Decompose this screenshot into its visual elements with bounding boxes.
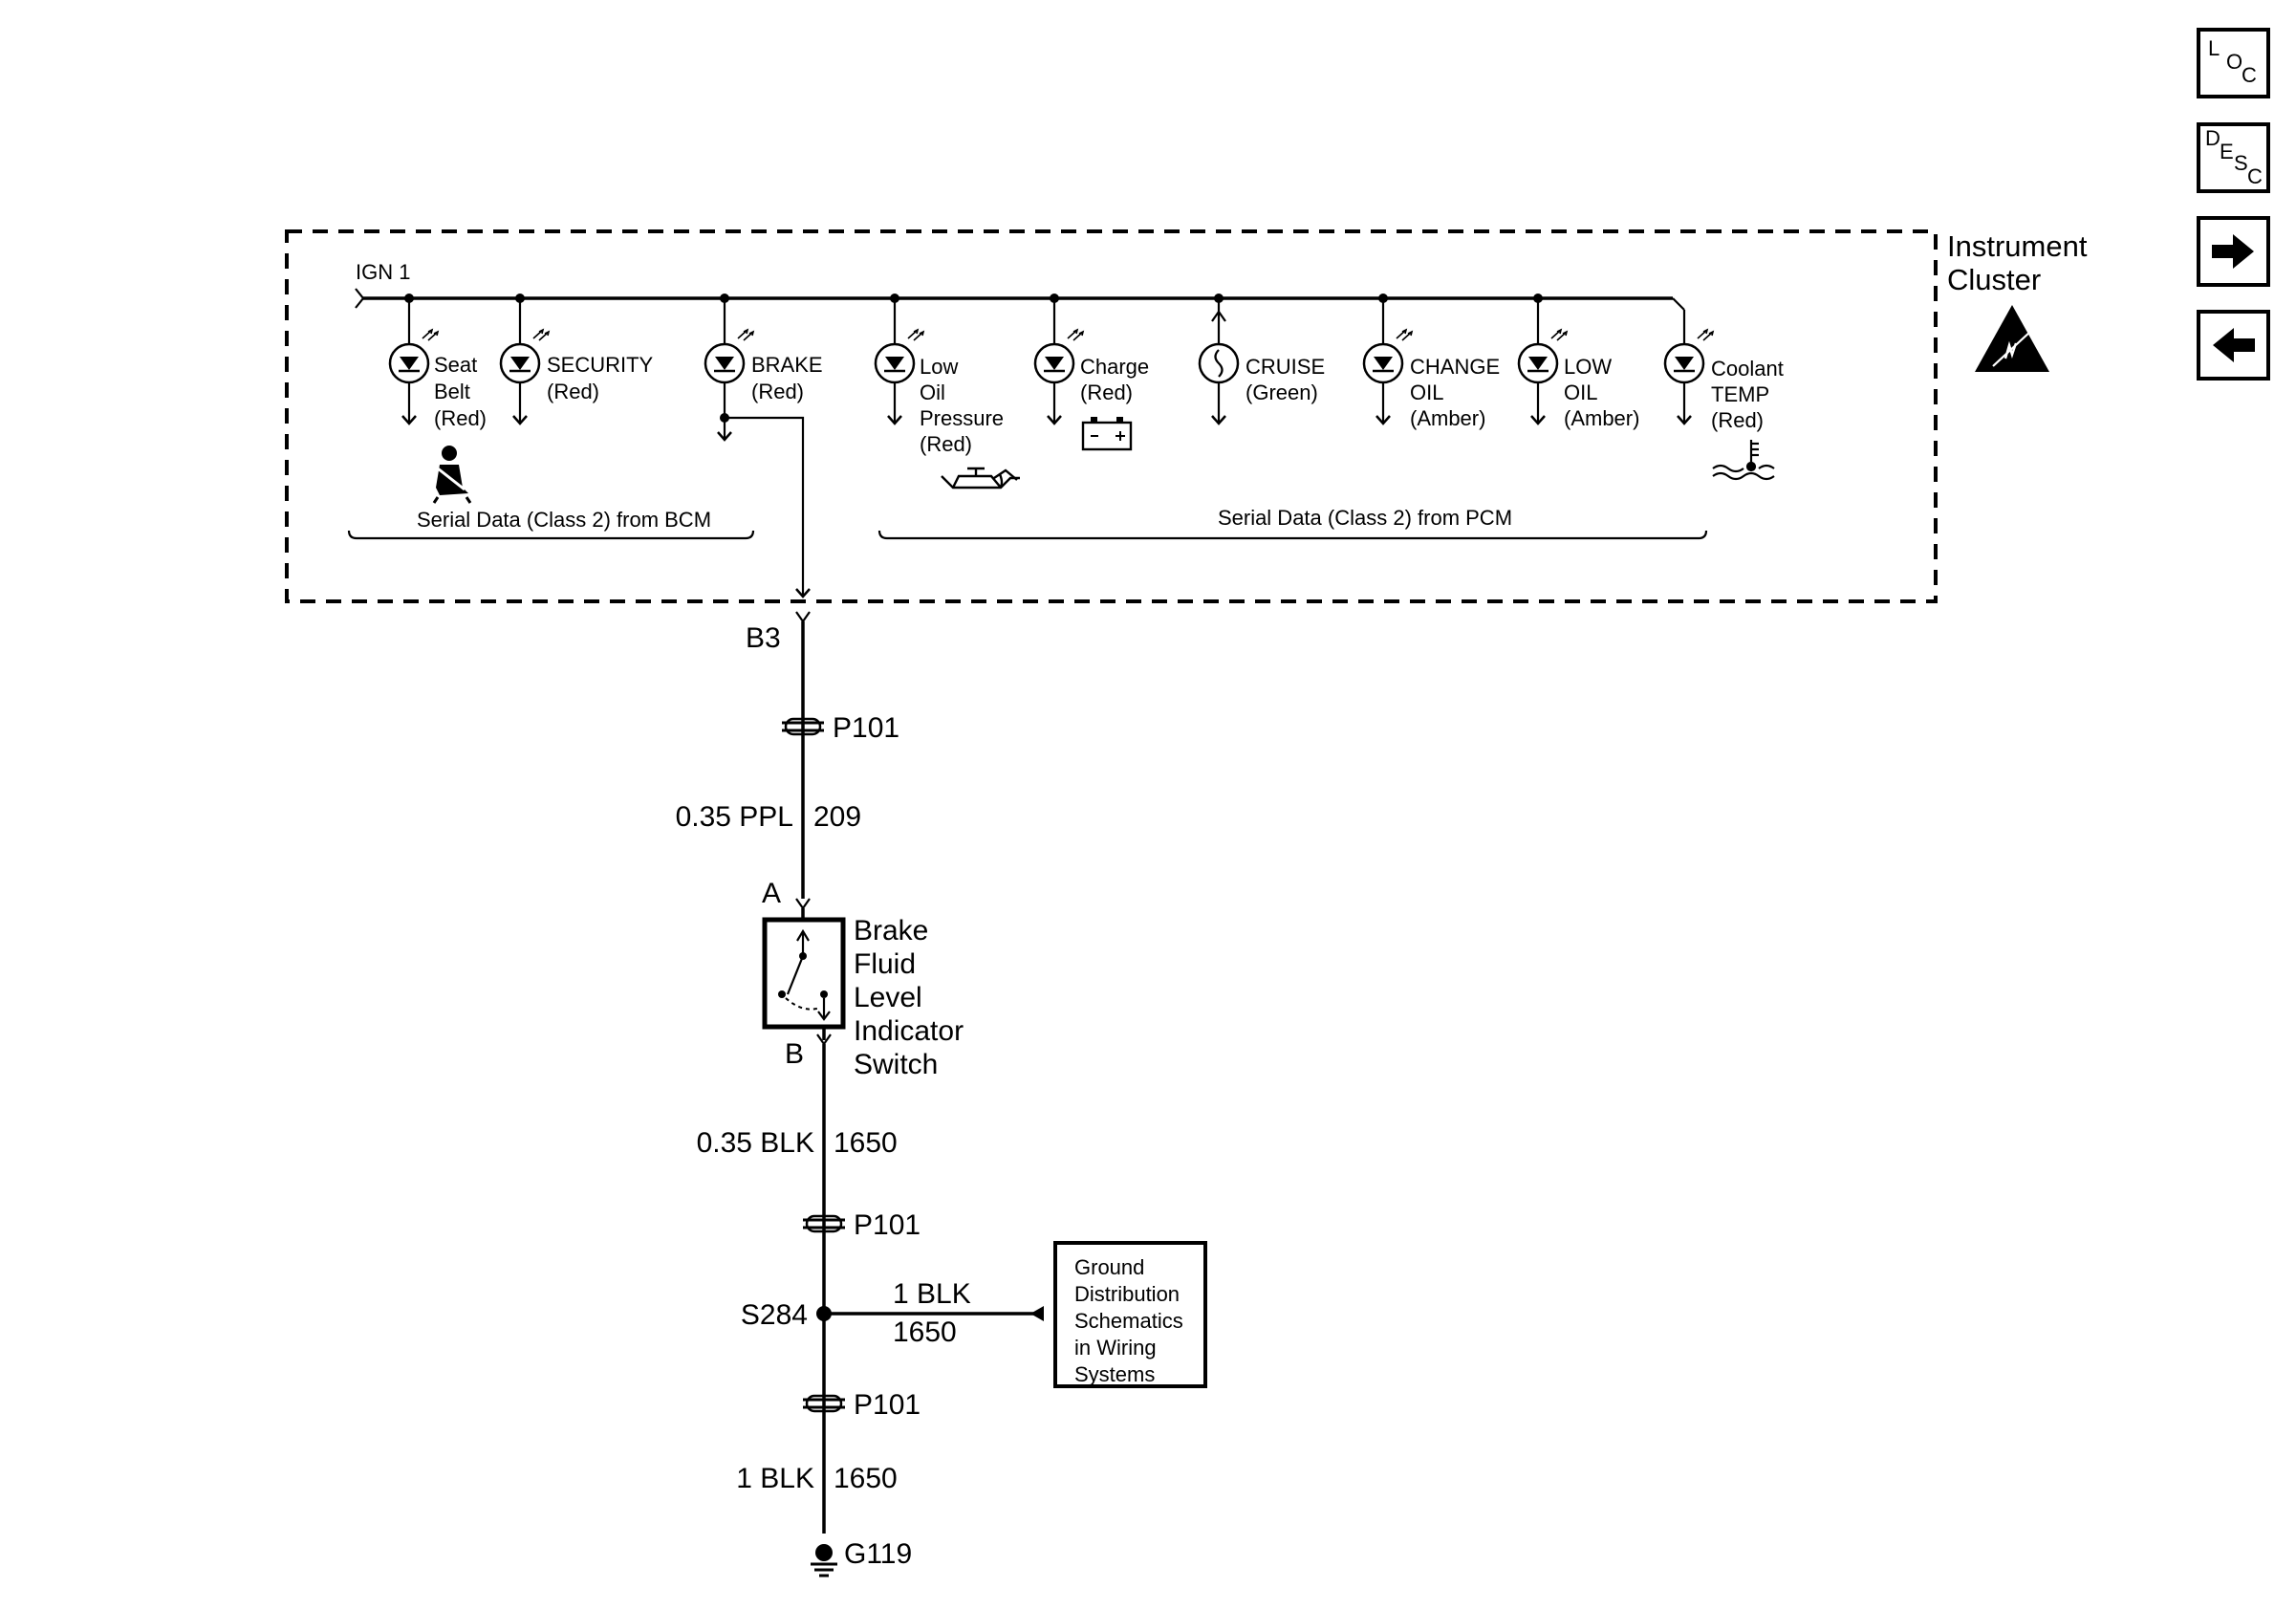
indicator-low-oil: LOW OIL (Amber) (1517, 294, 1639, 430)
ign1-label: IGN 1 (356, 260, 410, 284)
pcm-bus-label: Serial Data (Class 2) from PCM (1218, 506, 1512, 530)
brake-output-wire (725, 416, 805, 597)
wire2-size: 0.35 BLK (697, 1127, 814, 1159)
desc-button[interactable]: D E S C (2197, 122, 2270, 193)
left-arrow-icon (2213, 328, 2255, 362)
switch-pin-b: B (785, 1038, 804, 1070)
coolant-temp-line-1: Coolant (1711, 357, 1784, 381)
low-oil-line-2: OIL (1564, 381, 1597, 404)
brake-fluid-level-switch (762, 908, 846, 1040)
change-oil-line-2: OIL (1410, 381, 1443, 404)
coolant-temp-line-2: TEMP (1711, 382, 1769, 406)
low-oil-pressure-line-2: Oil (920, 381, 945, 404)
ground-ref-line-5: Systems (1074, 1362, 1155, 1386)
cluster-pin-b3: B3 (746, 622, 781, 654)
indicator-change-oil: CHANGE OIL (Amber) (1362, 294, 1500, 430)
ground-icon (811, 1544, 837, 1577)
charge-line-1: Charge (1080, 355, 1149, 379)
branch-arrow-icon (1030, 1306, 1044, 1321)
loc-letter-1: L (2208, 36, 2220, 60)
switch-label-1: Brake (854, 915, 928, 946)
branch-circuit: 1650 (893, 1316, 957, 1348)
low-oil-line-1: LOW (1564, 355, 1612, 379)
loc-letter-3: C (2242, 63, 2257, 87)
brake-line-1: BRAKE (751, 353, 823, 377)
brake-line-2: (Red) (751, 380, 804, 403)
branch-size: 1 BLK (893, 1278, 971, 1310)
next-page-button[interactable] (2197, 216, 2270, 287)
seat-belt-line-2: Belt (434, 380, 470, 403)
desc-letter-1: D (2205, 126, 2220, 150)
instrument-cluster-label-1: Instrument (1947, 229, 2088, 263)
wire2-circuit: 1650 (834, 1127, 898, 1159)
bcm-bus-bracket (347, 530, 755, 540)
ground-ref-line-3: Schematics (1074, 1309, 1183, 1333)
low-oil-pressure-line-4: (Red) (920, 432, 972, 456)
seat-belt-line-1: Seat (434, 353, 477, 377)
pcm-bus-bracket (877, 530, 1708, 540)
p101-label-1: P101 (833, 712, 899, 744)
esd-warning-icon (1975, 305, 2049, 372)
switch-label-3: Level (854, 982, 922, 1013)
indicator-charge: Charge (Red) (1033, 294, 1149, 451)
security-line-2: (Red) (547, 380, 599, 403)
previous-page-button[interactable] (2197, 310, 2270, 381)
switch-label-5: Switch (854, 1049, 938, 1080)
bcm-bus-label: Serial Data (Class 2) from BCM (417, 508, 711, 532)
b3-connector-mark (795, 611, 811, 623)
coolant-temp-icon (1712, 440, 1775, 481)
indicator-cruise: CRUISE (Green) (1198, 294, 1325, 425)
instrument-cluster-label-2: Cluster (1947, 263, 2041, 296)
right-arrow-icon (2212, 234, 2254, 269)
switch-pin-a: A (762, 878, 781, 909)
switch-label-4: Indicator (854, 1015, 964, 1047)
cruise-line-2: (Green) (1245, 381, 1318, 404)
indicator-coolant-temp: Coolant TEMP (Red) (1663, 297, 1784, 481)
wire3-circuit: 1650 (834, 1463, 898, 1494)
wire3-size: 1 BLK (736, 1463, 814, 1494)
loc-letter-2: O (2226, 50, 2242, 74)
coolant-temp-line-3: (Red) (1711, 408, 1764, 432)
low-oil-pressure-line-3: Pressure (920, 406, 1004, 430)
seat-belt-icon (432, 446, 472, 504)
desc-letter-4: C (2247, 164, 2263, 188)
p101-label-2: P101 (854, 1209, 921, 1241)
loc-button[interactable]: L O C (2197, 28, 2270, 98)
instrument-cluster-boundary (285, 229, 1938, 603)
ground-ref-line-4: in Wiring (1074, 1336, 1157, 1360)
low-oil-pressure-line-1: Low (920, 355, 958, 379)
ground-ref-line-2: Distribution (1074, 1282, 1180, 1306)
splice-label: S284 (741, 1299, 808, 1331)
change-oil-line-1: CHANGE (1410, 355, 1500, 379)
seat-belt-line-3: (Red) (434, 406, 487, 430)
ign1-connector-mark (355, 288, 365, 309)
indicator-low-oil-pressure: Low Oil Pressure (Red) (874, 294, 1020, 490)
desc-letter-3: S (2234, 151, 2248, 175)
indicator-brake: BRAKE (Red) (704, 294, 823, 442)
ground-distribution-reference[interactable]: Ground Distribution Schematics in Wiring… (1053, 1241, 1207, 1388)
security-line-1: SECURITY (547, 353, 654, 377)
battery-icon (1081, 417, 1133, 451)
p101-label-3: P101 (854, 1389, 921, 1421)
ground-ref-line-1: Ground (1074, 1255, 1144, 1279)
switch-pin-a-mark (795, 898, 811, 910)
low-oil-line-3: (Amber) (1564, 406, 1639, 430)
ground-g119-label: G119 (844, 1538, 912, 1570)
charge-line-2: (Red) (1080, 381, 1133, 404)
indicator-security: SECURITY (Red) (499, 294, 654, 425)
oil-can-icon (941, 467, 1020, 490)
wire1-size: 0.35 PPL (676, 801, 793, 833)
switch-label-2: Fluid (854, 948, 916, 980)
desc-letter-2: E (2220, 140, 2234, 163)
change-oil-line-3: (Amber) (1410, 406, 1485, 430)
wire1-circuit: 209 (813, 801, 861, 833)
cruise-line-1: CRUISE (1245, 355, 1325, 379)
indicator-seat-belt: Seat Belt (Red) (388, 294, 487, 504)
